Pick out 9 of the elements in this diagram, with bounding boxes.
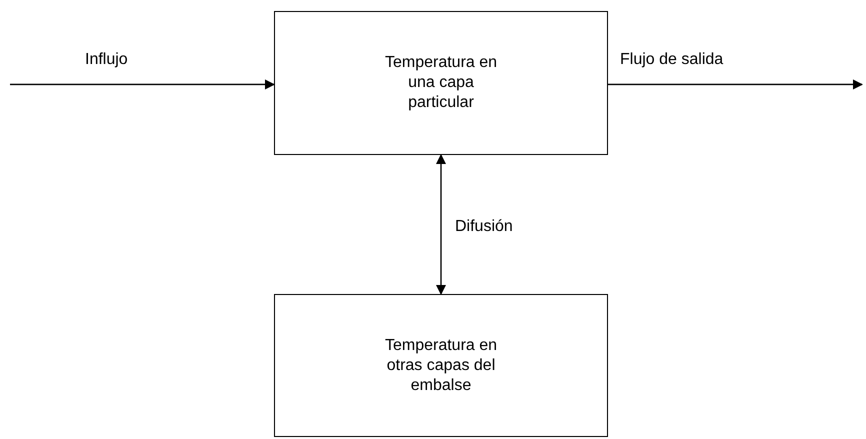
- process-box: [274, 294, 608, 437]
- arrow: [10, 79, 275, 90]
- edge-label: Influjo: [85, 50, 128, 70]
- box-text: Temperatura en una capa particular: [384, 53, 498, 113]
- arrow: [608, 79, 863, 90]
- edge-label: Flujo de salida: [620, 50, 724, 70]
- arrow: [436, 154, 446, 295]
- box-text: Temperatura en otras capas del embalse: [384, 336, 498, 396]
- process-box: [274, 11, 608, 155]
